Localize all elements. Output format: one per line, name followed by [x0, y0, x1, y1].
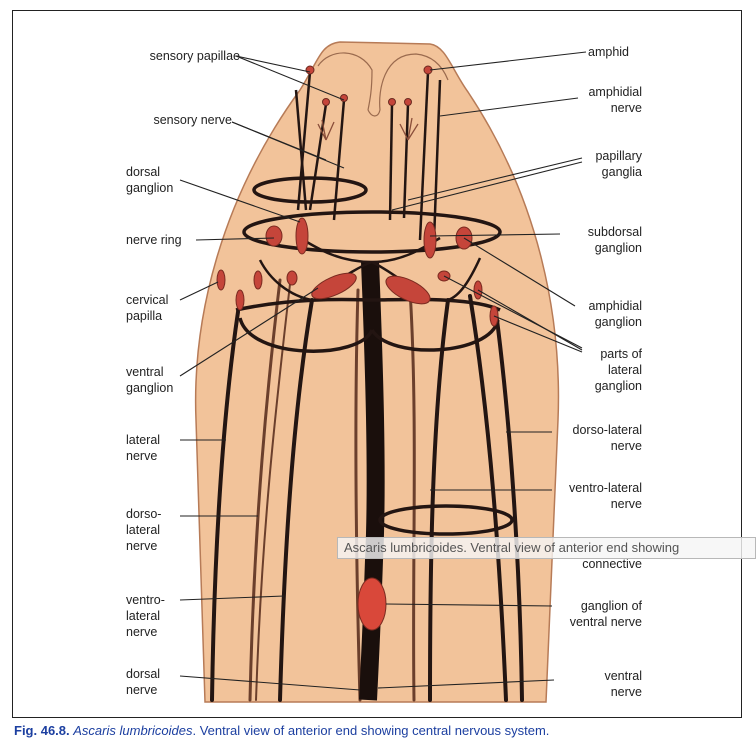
- label-dorso-lateral-nerve-right: dorso-lateral nerve: [540, 422, 642, 454]
- label-cervical-papilla: cervical papilla: [126, 292, 206, 324]
- label-amphidial-ganglion: amphidial ganglion: [560, 298, 642, 330]
- lateral-ganglion-left-c: [287, 271, 297, 285]
- label-dorsal-nerve: dorsal nerve: [126, 666, 206, 698]
- lateral-ganglion-left-a: [236, 290, 244, 310]
- label-ganglion-of-ventral-nerve: ganglion of ventral nerve: [540, 598, 642, 630]
- subdorsal-ganglion-shape: [424, 222, 436, 258]
- label-nerve-ring: nerve ring: [126, 232, 216, 248]
- label-lateral-nerve: lateral nerve: [126, 432, 206, 464]
- label-dorso-lateral-nerve-left: dorso- lateral nerve: [126, 506, 206, 554]
- figure-caption: Fig. 46.8. Ascaris lumbricoides. Ventral…: [14, 723, 549, 738]
- label-amphid: amphid: [588, 44, 668, 60]
- label-sensory-papillae: sensory papillae: [80, 48, 240, 64]
- ganglion-of-ventral-nerve-shape: [358, 578, 386, 630]
- dorsal-ganglion-shape: [296, 218, 308, 254]
- label-subdorsal-ganglion: subdorsal ganglion: [560, 224, 642, 256]
- label-ventro-lateral-nerve-left: ventro- lateral nerve: [126, 592, 206, 640]
- label-ventral-nerve: ventral nerve: [560, 668, 642, 700]
- label-dorsal-ganglion: dorsal ganglion: [126, 164, 216, 196]
- label-ventral-ganglion: ventral ganglion: [126, 364, 206, 396]
- label-ventro-lateral-nerve-right: ventro-lateral nerve: [540, 480, 642, 512]
- cervical-papilla-shape: [217, 270, 225, 290]
- label-sensory-nerve: sensory nerve: [80, 112, 232, 128]
- caption-species-name: Ascaris lumbricoides: [73, 723, 192, 738]
- caption-figure-number: Fig. 46.8.: [14, 723, 70, 738]
- lateral-ganglion-left-b: [254, 271, 262, 289]
- label-papillary-ganglia: papillary ganglia: [560, 148, 642, 180]
- label-amphidial-nerve: amphidial nerve: [560, 84, 642, 116]
- label-parts-of-lateral-ganglion: parts of lateral ganglion: [560, 346, 642, 394]
- nerve-ring-ganglion: [266, 226, 282, 246]
- ventral-nerve-cord: [368, 262, 376, 700]
- caption-text: . Ventral view of anterior end showing c…: [192, 723, 549, 738]
- image-alt-tooltip: Ascaris lumbricoides. Ventral view of an…: [337, 537, 756, 559]
